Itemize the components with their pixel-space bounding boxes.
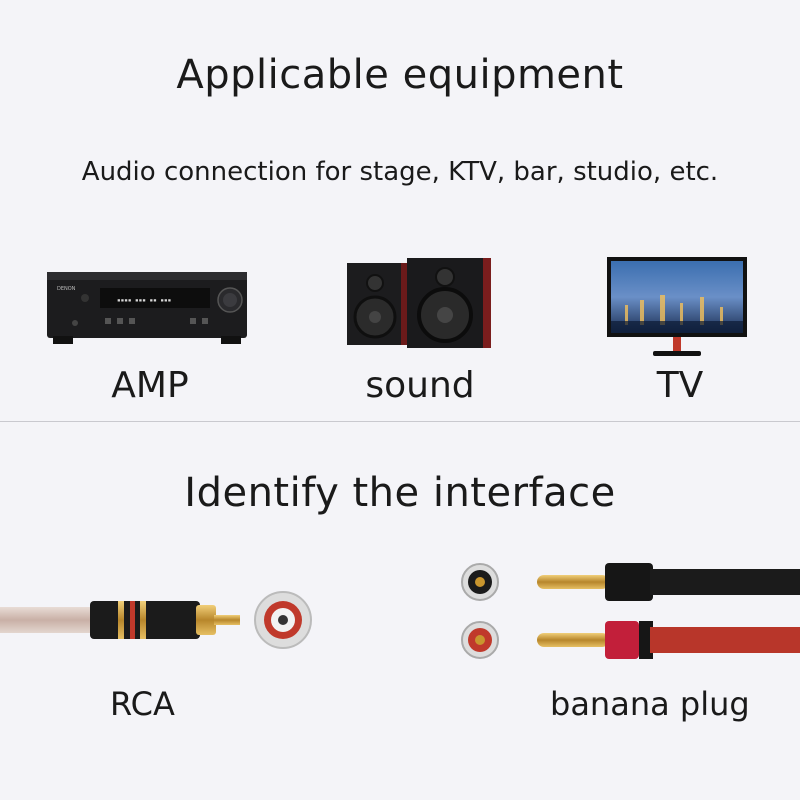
sound-label: sound [365,365,475,406]
speakers-icon [347,258,491,348]
section-divider [0,421,800,422]
interface-title: Identify the interface [184,470,616,516]
amp-label: AMP [111,365,189,406]
rca-plug-icon [0,591,312,649]
amplifier-icon: DENON ▪▪▪▪ ▪▪▪ ▪▪ ▪▪▪ [47,272,247,344]
banana-plug-label: banana plug [550,685,750,723]
equipment-title: Applicable equipment [176,52,624,98]
tv-icon [607,257,747,356]
amp-brand: DENON [57,286,76,292]
rca-label: RCA [110,685,175,723]
tv-label: TV [656,365,704,406]
banana-plug-icon [461,563,800,659]
svg-text:▪▪▪▪ ▪▪▪ ▪▪ ▪▪▪: ▪▪▪▪ ▪▪▪ ▪▪ ▪▪▪ [117,297,171,304]
equipment-subtitle: Audio connection for stage, KTV, bar, st… [81,157,719,187]
